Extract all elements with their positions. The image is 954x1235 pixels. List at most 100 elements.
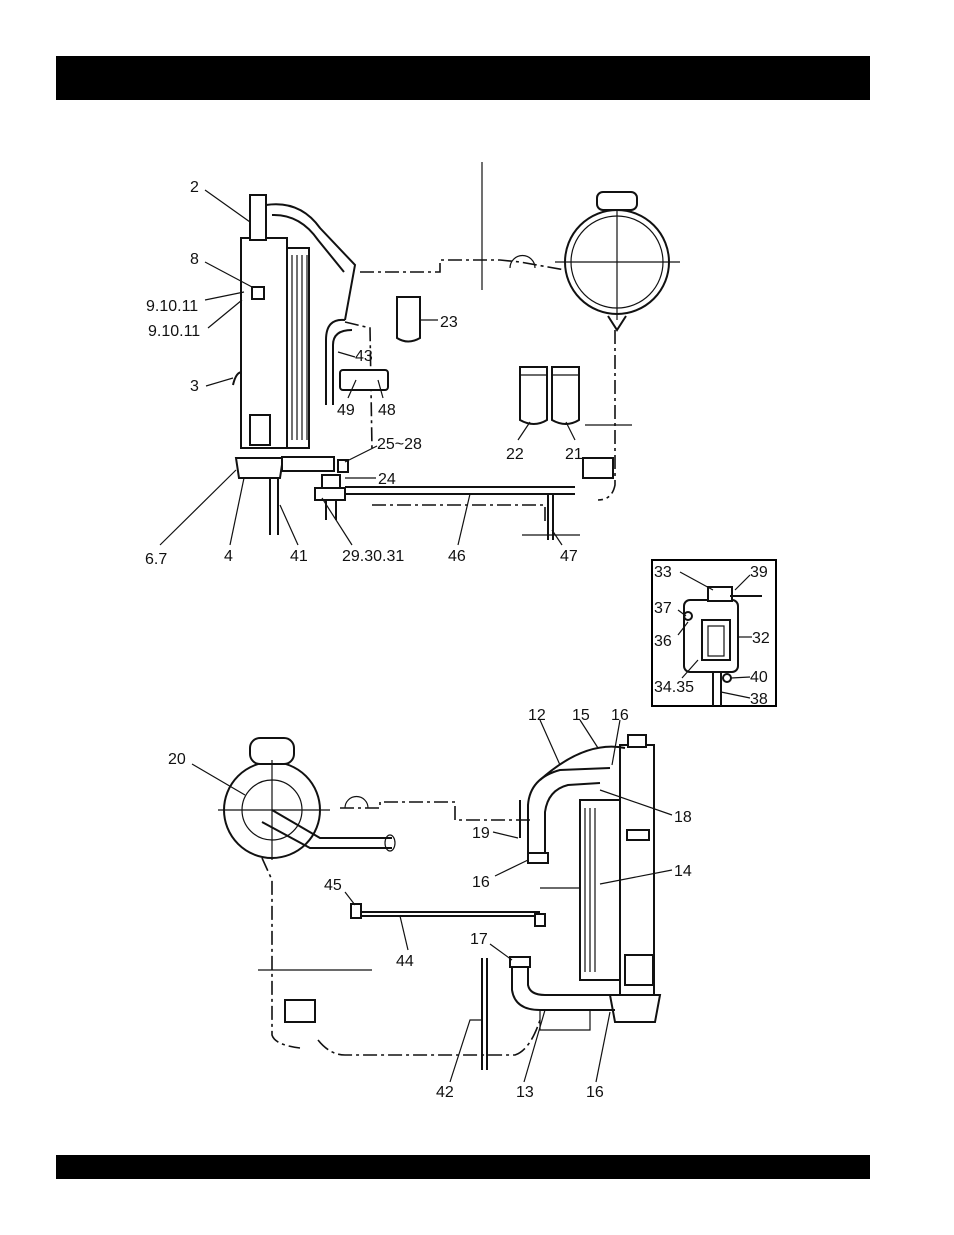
leader-19: [493, 832, 518, 838]
radiator-filler-neck: [250, 195, 266, 240]
leader-22: [518, 422, 530, 440]
callout-25-28: 25~28: [377, 436, 422, 453]
callout-16b: 16: [472, 874, 490, 891]
callout-8: 8: [190, 251, 199, 268]
callout-34-35: 34.35: [654, 679, 694, 696]
callout-47: 47: [560, 548, 578, 565]
callout-4: 4: [224, 548, 233, 565]
fuel-filter-23: [397, 297, 420, 342]
leader-6-7: [160, 470, 236, 545]
callout-20: 20: [168, 751, 186, 768]
frame-rail-46: [345, 487, 575, 494]
engine-outline-bottom-view: [340, 802, 530, 820]
leader-46: [458, 494, 470, 545]
callout-24: 24: [378, 471, 396, 488]
engine-outline-bottom: [372, 505, 545, 525]
leader-43: [338, 352, 355, 357]
leader-9a: [205, 292, 244, 300]
callout-40: 40: [750, 669, 768, 686]
callout-14: 14: [674, 863, 692, 880]
leader-2: [205, 190, 250, 222]
callout-23: 23: [440, 314, 458, 331]
radiator-b-bracket: [627, 830, 649, 840]
leader-16b: [495, 860, 528, 876]
clamp-17: [510, 957, 530, 967]
rail-leg: [548, 494, 553, 540]
leader-9b: [208, 300, 242, 328]
callout-15: 15: [572, 707, 590, 724]
leader-42: [450, 1020, 482, 1082]
callout-12: 12: [528, 707, 546, 724]
callout-38: 38: [750, 691, 768, 708]
callout-29-31: 29.30.31: [342, 548, 404, 565]
callout-46: 46: [448, 548, 466, 565]
rod-42: [482, 958, 487, 1070]
callout-49: 49: [337, 402, 355, 419]
callout-37: 37: [654, 600, 672, 617]
radiator-core: [287, 248, 309, 448]
drain-pipe-38: [713, 672, 721, 706]
callout-13: 13: [516, 1084, 534, 1101]
wire-44: [356, 912, 540, 916]
leader-25: [345, 446, 377, 462]
engine-mount-29: [315, 488, 345, 500]
callout-36: 36: [654, 633, 672, 650]
radiator-lower-block: [250, 415, 270, 445]
right-mount: [583, 458, 613, 478]
leader-13: [524, 1010, 545, 1082]
leader-44: [400, 916, 408, 950]
callout-6-7: 6.7: [145, 551, 167, 568]
leader-12: [540, 720, 560, 765]
fan-guard-base: [282, 457, 334, 471]
callout-42: 42: [436, 1084, 454, 1101]
terminal-44-end: [535, 914, 545, 926]
callout-43: 43: [355, 348, 373, 365]
radiator-b-core: [580, 800, 620, 980]
leader-38: [721, 692, 750, 698]
air-cleaner-cap: [597, 192, 637, 210]
callout-2: 2: [190, 179, 199, 196]
relay-box-48: [340, 370, 388, 390]
leader-3: [206, 378, 233, 386]
engine-bump: [510, 255, 535, 268]
engine-outline-base: [318, 1020, 540, 1055]
radiator-base: [236, 458, 283, 478]
radiator-b-base: [610, 995, 660, 1022]
callout-21: 21: [565, 446, 583, 463]
leader-15: [580, 720, 598, 748]
leader-16a: [612, 720, 620, 765]
callout-41: 41: [290, 548, 308, 565]
mount-left-b: [285, 1000, 315, 1022]
air-cleaner-crosshair: [555, 205, 680, 320]
radiator-b-cap: [628, 735, 646, 747]
radiator-support: [270, 478, 278, 535]
callout-16c: 16: [586, 1084, 604, 1101]
callout-labels: 2 8 9.10.11 9.10.11 3 23 43 49 48 25~28 …: [145, 179, 770, 1101]
callout-44: 44: [396, 953, 414, 970]
callout-3: 3: [190, 378, 199, 395]
terminal-45: [351, 904, 361, 918]
leader-17: [490, 944, 512, 960]
callout-33: 33: [654, 564, 672, 581]
hose-43: [326, 320, 352, 405]
callout-22: 22: [506, 446, 524, 463]
callout-48: 48: [378, 402, 396, 419]
callout-9a: 9.10.11: [146, 298, 198, 315]
leader-21: [566, 422, 575, 440]
callout-32: 32: [752, 630, 770, 647]
clamp-16b: [528, 853, 548, 863]
callout-17: 17: [470, 931, 488, 948]
top-leaders: [160, 190, 575, 545]
bottom-engine-view: [218, 735, 660, 1070]
callout-19: 19: [472, 825, 490, 842]
leader-33: [680, 572, 713, 590]
leader-39: [735, 575, 750, 590]
callout-18: 18: [674, 809, 692, 826]
top-engine-view: [233, 162, 680, 540]
leader-40: [731, 677, 750, 678]
radiator-b-lower: [625, 955, 653, 985]
callout-39: 39: [750, 564, 768, 581]
bracket-8: [252, 287, 264, 299]
engine-bump-b: [345, 797, 368, 809]
